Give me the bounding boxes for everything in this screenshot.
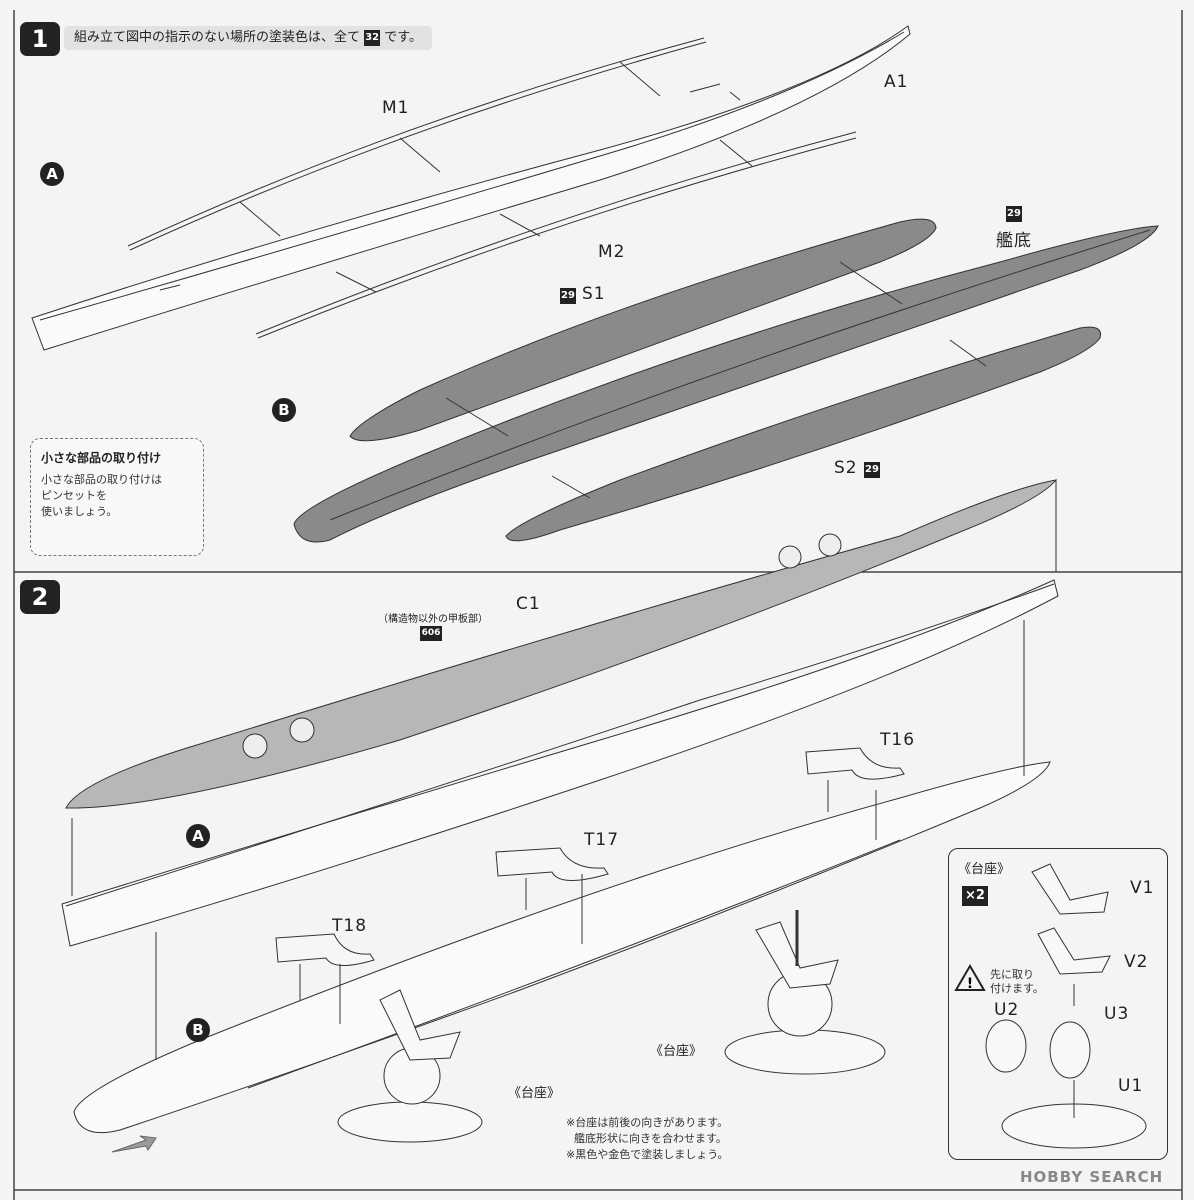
stand-note-2: 艦底形状に向きを合わせます。 [574, 1132, 727, 1145]
hull-part-s1 [349, 218, 937, 442]
label-hull-bottom: 艦底 [996, 231, 1032, 251]
label-v1: V1 [1130, 878, 1155, 898]
inset-count: ×2 [962, 886, 988, 906]
label-s2: S2 [834, 458, 858, 478]
hull-assembly-a [61, 579, 1059, 947]
svg-text:!: ! [967, 976, 973, 992]
step2-arrows [71, 480, 1057, 1060]
stand-note-1: ※台座は前後の向きがあります。 [566, 1116, 729, 1129]
s1-color: 29 [560, 288, 576, 304]
warning-text-2: 付けます。 [990, 982, 1044, 995]
deck-color: 606 [420, 626, 442, 641]
hull-part-a1 [31, 25, 911, 351]
label-t18: T18 [332, 916, 368, 936]
deck-part-c1 [65, 479, 1058, 809]
note-color-code: 32 [364, 30, 381, 46]
tip-body-2: ピンセットを [41, 489, 107, 502]
step-2-badge: 2 [20, 580, 60, 614]
stand-note-3: ※黒色や金色で塗装しましょう。 [566, 1148, 729, 1161]
note-suffix: です。 [384, 30, 422, 45]
label-a1: A1 [884, 72, 909, 92]
bracket-t16 [805, 747, 905, 780]
deck-note: （構造物以外の甲板部） [378, 614, 488, 625]
label-v2: V2 [1124, 952, 1149, 972]
s2-color: 29 [864, 462, 880, 478]
stand-label-right: 《台座》 [650, 1044, 703, 1059]
hull-part-m2 [255, 131, 857, 339]
tip-body-3: 使いましょう。 [41, 505, 118, 518]
inset-title: 《台座》 [958, 862, 1011, 877]
hull-bottom-color: 29 [1006, 206, 1022, 222]
hull-part-s2 [505, 326, 1102, 542]
marker-b-2: B [186, 1018, 210, 1042]
label-t16: T16 [880, 730, 916, 750]
hull-assembly-b [73, 761, 1051, 1134]
warning-icon: ! [954, 964, 986, 992]
label-u3: U3 [1104, 1004, 1130, 1024]
hull-part-m1 [127, 37, 707, 251]
watermark: HOBBY SEARCH [1020, 1168, 1164, 1186]
label-t17: T17 [584, 830, 620, 850]
marker-b-1: B [272, 398, 296, 422]
marker-a-2: A [186, 824, 210, 848]
hull-bottom-part [293, 225, 1159, 543]
marker-a-1: A [40, 162, 64, 186]
display-stand-left [337, 989, 483, 1143]
warning-text-1: 先に取り [990, 968, 1034, 981]
step-1-note: 組み立て図中の指示のない場所の塗装色は、全て 32 です。 [64, 26, 432, 50]
step-1-badge: 1 [20, 22, 60, 56]
tip-body-1: 小さな部品の取り付けは [41, 473, 162, 486]
tip-title: 小さな部品の取り付け [41, 451, 162, 465]
label-c1: C1 [516, 594, 541, 614]
stand-label-left: 《台座》 [508, 1086, 561, 1101]
display-stand-right [724, 921, 886, 1075]
direction-arrow-icon [111, 1135, 157, 1153]
tip-box: 小さな部品の取り付け 小さな部品の取り付けは ピンセットを 使いましょう。 [30, 438, 204, 556]
bracket-t18 [275, 933, 375, 966]
label-m1: M1 [382, 98, 410, 118]
label-s1: S1 [582, 284, 606, 304]
inset-stand-parts [985, 863, 1147, 1149]
label-u2: U2 [994, 1000, 1020, 1020]
step1-arrows-b [445, 261, 987, 499]
note-prefix: 組み立て図中の指示のない場所の塗装色は、全て [74, 30, 361, 45]
label-m2: M2 [598, 242, 626, 262]
label-u1: U1 [1118, 1076, 1144, 1096]
bracket-t17 [495, 847, 609, 881]
step1-arrows-a [239, 61, 753, 293]
stand-inset [948, 848, 1168, 1160]
